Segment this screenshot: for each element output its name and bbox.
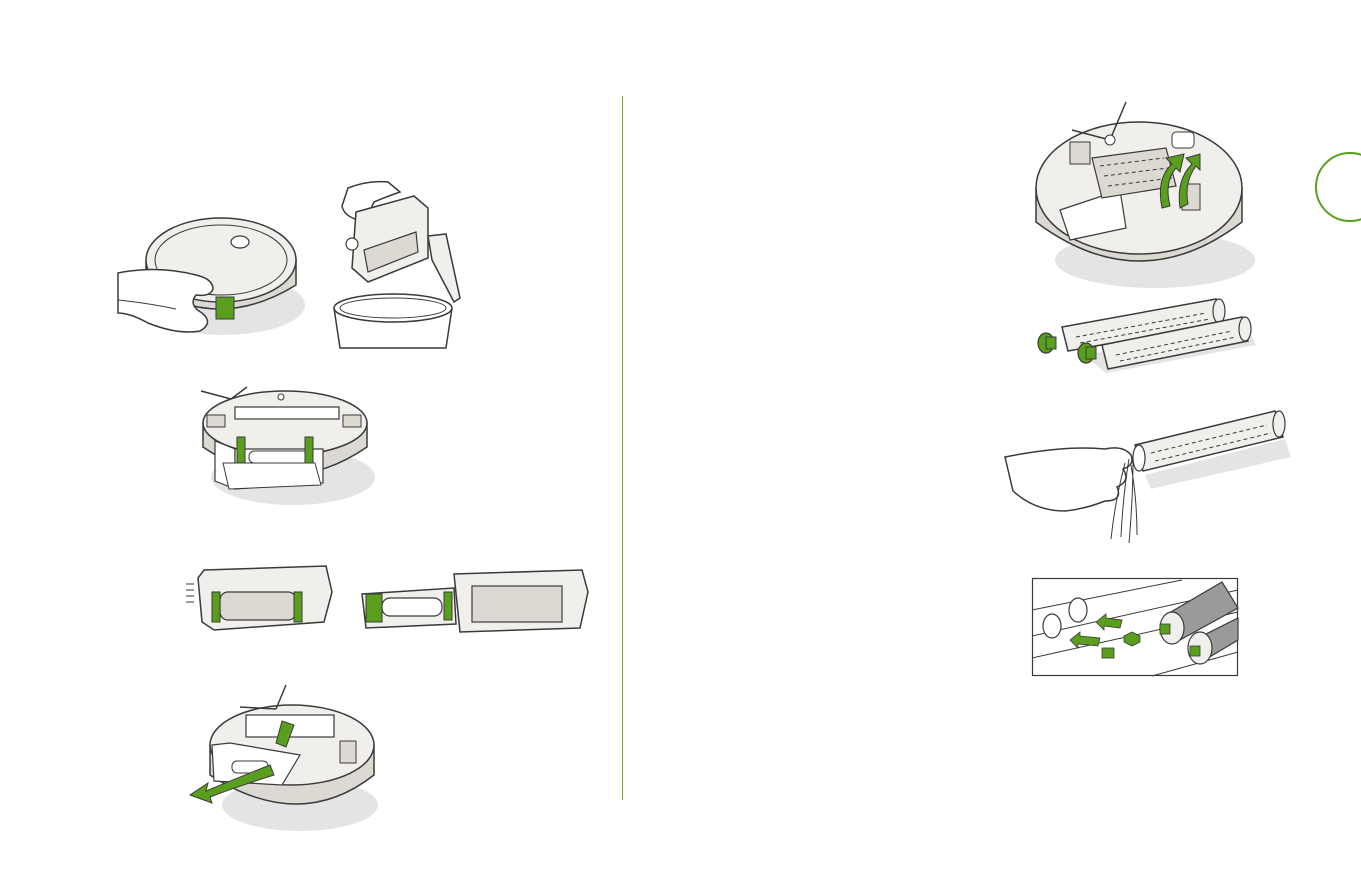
square-peg-icon bbox=[1102, 648, 1114, 658]
column-divider bbox=[622, 96, 623, 800]
trash-can-icon bbox=[334, 294, 452, 348]
end-cap-icon bbox=[1038, 333, 1056, 353]
robot-underside-bin-slot-illustration bbox=[195, 385, 380, 510]
emptying-bin-illustration bbox=[118, 205, 313, 340]
bin-release-button-icon bbox=[216, 297, 234, 319]
bin-over-trash-illustration bbox=[328, 180, 468, 348]
square-peg-icon bbox=[1190, 646, 1200, 656]
section-tab-marker bbox=[1315, 152, 1361, 222]
filter-removal-illustration bbox=[186, 562, 598, 638]
bin-reinsert-illustration bbox=[190, 685, 382, 833]
robot-vacuum-underside-icon bbox=[1036, 122, 1242, 261]
robot-vacuum-underside-icon bbox=[210, 705, 374, 804]
bin-open-filter-icon bbox=[362, 570, 588, 632]
remove-hair-illustration bbox=[1005, 405, 1295, 545]
brush-pegs-guide-illustration bbox=[1032, 578, 1238, 676]
dust-bin-icon bbox=[352, 196, 460, 302]
hand-icon bbox=[1005, 448, 1132, 511]
bin-closed-icon bbox=[186, 566, 332, 630]
square-peg-icon bbox=[1160, 624, 1170, 634]
remove-brush-frame-illustration bbox=[1030, 100, 1260, 290]
brush-end-caps-illustration bbox=[1036, 295, 1261, 375]
